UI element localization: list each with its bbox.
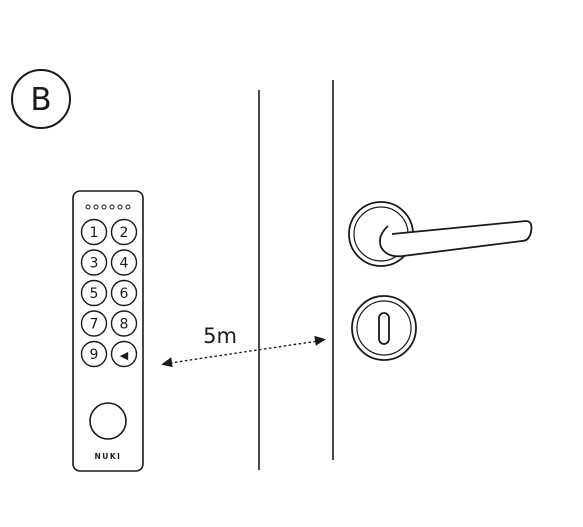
- keypad-key: 4: [110, 249, 138, 276]
- keyhole-plate-icon: [351, 295, 417, 361]
- step-badge: B: [11, 69, 71, 129]
- distance-dotted-line: [169, 340, 319, 364]
- keypad-key: 5: [80, 279, 108, 307]
- indicator-dot: [109, 204, 115, 210]
- keypad-key-label: 4: [120, 256, 129, 272]
- keypad-keys: 1 2 3 4 5 6 7 8 9 ◀: [80, 218, 138, 368]
- keypad-key-label: 3: [90, 256, 99, 272]
- indicator-dot: [101, 204, 107, 210]
- keypad-key-label: 6: [120, 286, 129, 302]
- step-badge-letter: B: [30, 82, 51, 118]
- indicator-dot: [85, 204, 91, 210]
- brand-logo-text: NUKI: [95, 452, 122, 461]
- indicator-dot: [93, 204, 99, 210]
- keypad-key: 3: [80, 249, 108, 276]
- keypad-key: 2: [110, 218, 138, 246]
- keypad-key-label: 8: [120, 317, 129, 333]
- indicator-dot: [117, 204, 123, 210]
- arrowhead-right-icon: [314, 335, 326, 346]
- keypad-key-label: 2: [120, 225, 129, 241]
- distance-indicator: 5m: [161, 324, 326, 368]
- keypad-key-label: 1: [90, 225, 99, 241]
- door-handle-icon: [348, 201, 533, 267]
- keypad-key: 8: [110, 310, 138, 337]
- keypad-key: 9: [80, 340, 108, 368]
- distance-label: 5m: [203, 324, 237, 348]
- indicator-dot: [125, 204, 131, 210]
- keypad-key-label: 7: [90, 317, 99, 333]
- keypad-key: 1: [80, 218, 108, 246]
- indicator-dots: [85, 204, 131, 210]
- keyhole-icon: [378, 312, 390, 345]
- keypad-key: 6: [110, 279, 138, 307]
- keypad-key: ◀: [110, 340, 138, 368]
- keypad-key: 7: [80, 310, 108, 337]
- fingerprint-sensor: [89, 402, 127, 440]
- keypad-key-label: 5: [90, 286, 99, 302]
- keypad-device: 1 2 3 4 5 6 7 8 9 ◀ NUKI: [72, 190, 144, 472]
- arrowhead-left-icon: [161, 357, 173, 368]
- keypad-key-label: ◀: [120, 349, 129, 362]
- keypad-key-label: 9: [90, 347, 99, 363]
